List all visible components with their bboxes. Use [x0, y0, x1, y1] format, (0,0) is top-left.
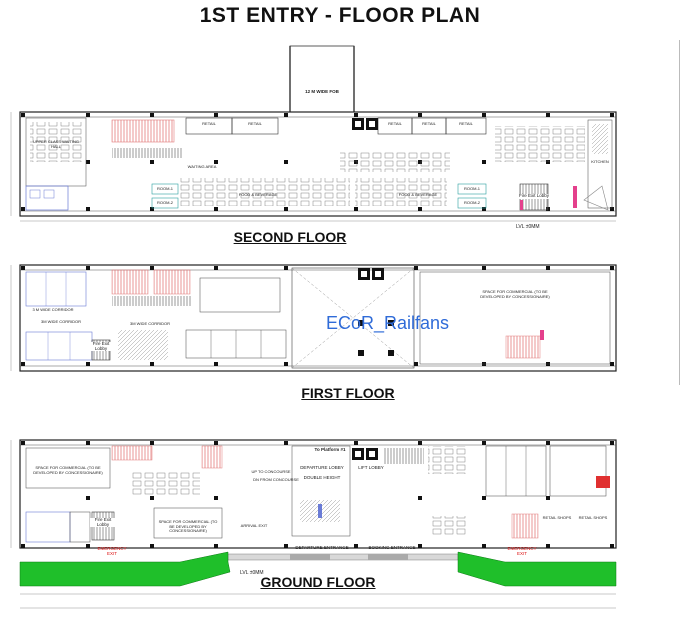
- retail-shops-label-2: RETAIL SHOPS: [578, 515, 608, 520]
- room-label-3: ROOM-1: [464, 186, 480, 191]
- departure-lobby-label: DEPARTURE LOBBY: [300, 465, 344, 470]
- watermark: ECoR_Railfans: [326, 313, 450, 333]
- fire-exit-label-gf: Fire Exit Lobby: [90, 517, 116, 527]
- commercial-label-1f: SPACE FOR COMMERCIAL (TO BE DEVELOPED BY…: [480, 289, 550, 299]
- second-floor-plan: [10, 45, 617, 222]
- green-strip-left: [19, 551, 231, 587]
- second-floor-outline: [19, 111, 617, 217]
- corridor-label-a: 3 M WIDE CORRIDOR: [32, 307, 74, 312]
- commercial-label-gf-mid: SPACE FOR COMMERCIAL (TO BE DEVELOPED BY…: [158, 519, 218, 533]
- retail-label-5: RETAIL: [459, 121, 473, 126]
- level-label-gf: LVL ±0MM: [240, 570, 264, 576]
- fob-label: 12 M WIDE FOB: [305, 89, 339, 94]
- up-concourse-label: UP TO CONCOURSE: [251, 469, 291, 474]
- emergency-exit-right: EMERGENCY EXIT: [507, 546, 537, 556]
- to-platform-label: To Platform #1: [314, 447, 346, 452]
- retail-label-2: RETAIL: [248, 121, 262, 126]
- emergency-exit-left: EMERGENCY EXIT: [97, 546, 127, 556]
- lift-lobby-label: LIFT LOBBY: [358, 465, 384, 470]
- waiting-area-label: WAITING AREA: [187, 164, 217, 169]
- kitchen-label: KITCHEN: [591, 159, 609, 164]
- booking-entrance-label: BOOKING ENTRANCE: [368, 545, 416, 550]
- commercial-label-gf-left: SPACE FOR COMMERCIAL (TO BE DEVELOPED BY…: [33, 465, 103, 475]
- room-label-2: ROOM-2: [157, 200, 173, 205]
- food-label-2: FOOD & BEVERAGE: [398, 192, 438, 197]
- green-strip-right: [457, 551, 617, 587]
- double-height-label: DOUBLE HEIGHT: [303, 475, 341, 480]
- food-label-1: FOOD & BEVERAGE: [238, 192, 278, 197]
- level-label-2f: LVL ±0MM: [516, 224, 540, 230]
- corridor-label-c: 3M WIDE CORRIDOR: [41, 319, 81, 324]
- retail-label-1: RETAIL: [202, 121, 216, 126]
- page-title: 1ST ENTRY - FLOOR PLAN: [199, 4, 481, 27]
- ground-floor-outline: [19, 439, 617, 549]
- dn-concourse-label: DN FROM CONCOURSE: [253, 477, 299, 482]
- corridor-label-b: 3M WIDE CORRIDOR: [130, 321, 170, 326]
- ground-floor-plan: [10, 439, 617, 609]
- fire-exit-label-2f: Fire Exit Lobby: [518, 193, 550, 199]
- departure-entrance-label: DEPARTURE ENTRANCE: [295, 545, 349, 550]
- first-floor-title: FIRST FLOOR: [301, 385, 395, 401]
- first-floor-outline: [19, 264, 617, 372]
- retail-label-3: RETAIL: [388, 121, 402, 126]
- first-floor-plan: [10, 264, 617, 372]
- fob-bridge: [289, 45, 355, 113]
- room-label-1: ROOM-1: [157, 186, 173, 191]
- room-label-4: ROOM-2: [464, 200, 480, 205]
- retail-label-4: RETAIL: [422, 121, 436, 126]
- second-floor-title: SECOND FLOOR: [233, 229, 347, 245]
- fire-exit-label-1f: Fire Exit Lobby: [88, 341, 114, 351]
- arrival-exit-label: ARRIVAL EXIT: [240, 523, 268, 528]
- retail-shops-label-1: RETAIL SHOPS: [542, 515, 572, 520]
- waiting-hall-label: UPPER CLASS WAITING HALL: [32, 139, 80, 149]
- ground-floor-title: GROUND FLOOR: [260, 574, 376, 590]
